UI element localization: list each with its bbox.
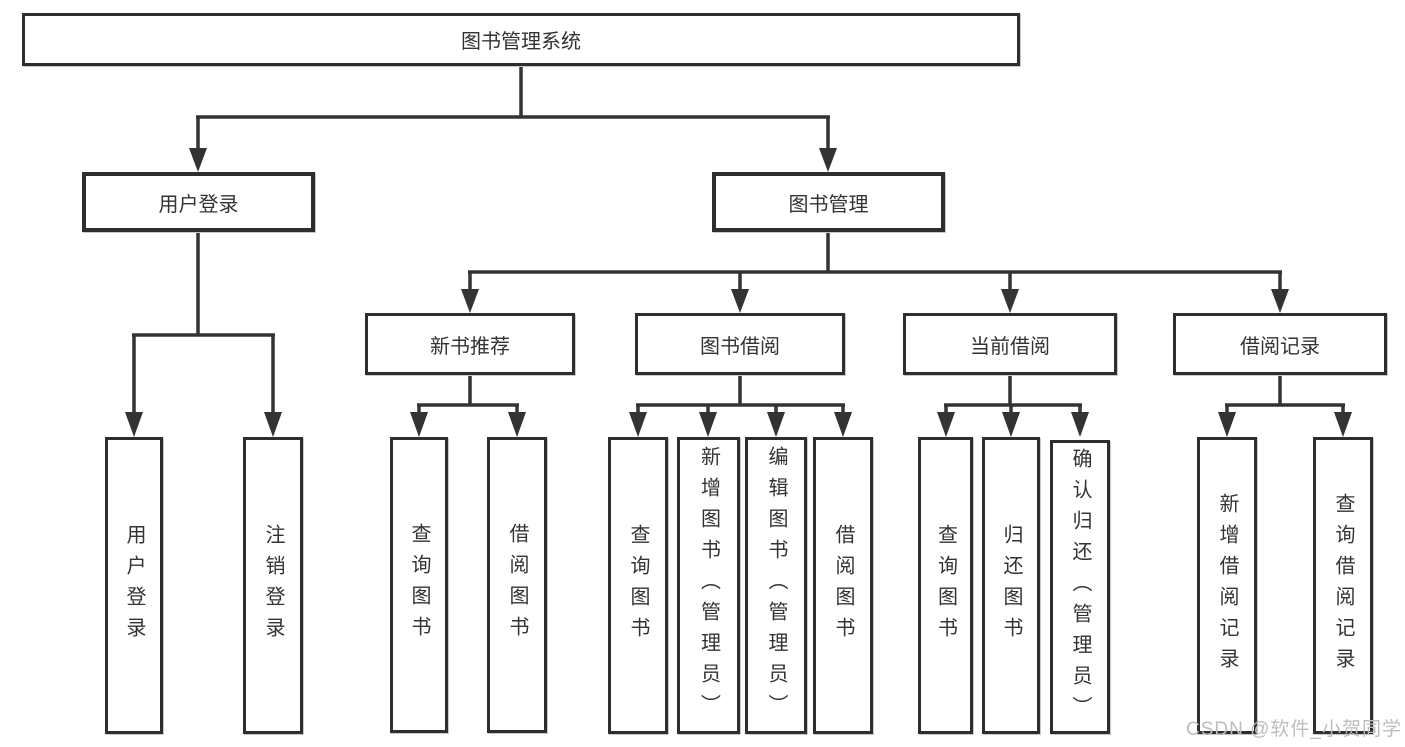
leaf-query-books-1: 查询图书 xyxy=(390,437,448,733)
leaf-label: 归还图书 xyxy=(1000,523,1022,648)
node-new-book-recommend: 新书推荐 xyxy=(365,313,575,375)
leaf-label: 查询图书 xyxy=(627,523,649,648)
leaf-label: 编辑图书（管理员） xyxy=(765,446,787,725)
leaf-query-borrow-record: 查询借阅记录 xyxy=(1313,437,1373,734)
leaf-logout: 注销登录 xyxy=(243,437,303,734)
leaf-query-books-3: 查询图书 xyxy=(918,437,973,734)
csdn-watermark: CSDN @软件_小贺同学 xyxy=(1186,719,1402,740)
leaf-query-books-2: 查询图书 xyxy=(608,437,668,734)
leaf-add-borrow-record: 新增借阅记录 xyxy=(1197,437,1257,734)
leaf-confirm-return-admin: 确认归还（管理员） xyxy=(1050,440,1110,734)
leaf-add-books-admin: 新增图书（管理员） xyxy=(677,437,740,734)
leaf-label: 确认归还（管理员） xyxy=(1069,447,1091,727)
leaf-label: 新增图书（管理员） xyxy=(697,446,720,725)
leaf-label: 借阅图书 xyxy=(506,523,528,647)
node-borrow-record: 借阅记录 xyxy=(1173,313,1387,375)
leaf-borrow-books-1: 借阅图书 xyxy=(487,437,547,733)
leaf-label: 查询图书 xyxy=(934,523,957,648)
leaf-borrow-books-2: 借阅图书 xyxy=(813,437,873,734)
leaf-return-books: 归还图书 xyxy=(982,437,1040,734)
node-book-management: 图书管理 xyxy=(712,172,945,232)
leaf-label: 用户登录 xyxy=(123,523,145,648)
leaf-label: 新增借阅记录 xyxy=(1216,492,1238,679)
leaf-label: 注销登录 xyxy=(262,523,284,648)
node-book-borrow: 图书借阅 xyxy=(635,313,845,375)
leaf-label: 查询借阅记录 xyxy=(1332,492,1354,679)
node-current-borrow: 当前借阅 xyxy=(903,313,1117,375)
leaf-user-login: 用户登录 xyxy=(105,437,163,734)
node-root: 图书管理系统 xyxy=(22,13,1020,66)
leaf-edit-books-admin: 编辑图书（管理员） xyxy=(745,437,807,734)
node-user-login: 用户登录 xyxy=(82,172,315,232)
leaf-label: 查询图书 xyxy=(408,523,430,647)
leaf-label: 借阅图书 xyxy=(832,523,854,648)
